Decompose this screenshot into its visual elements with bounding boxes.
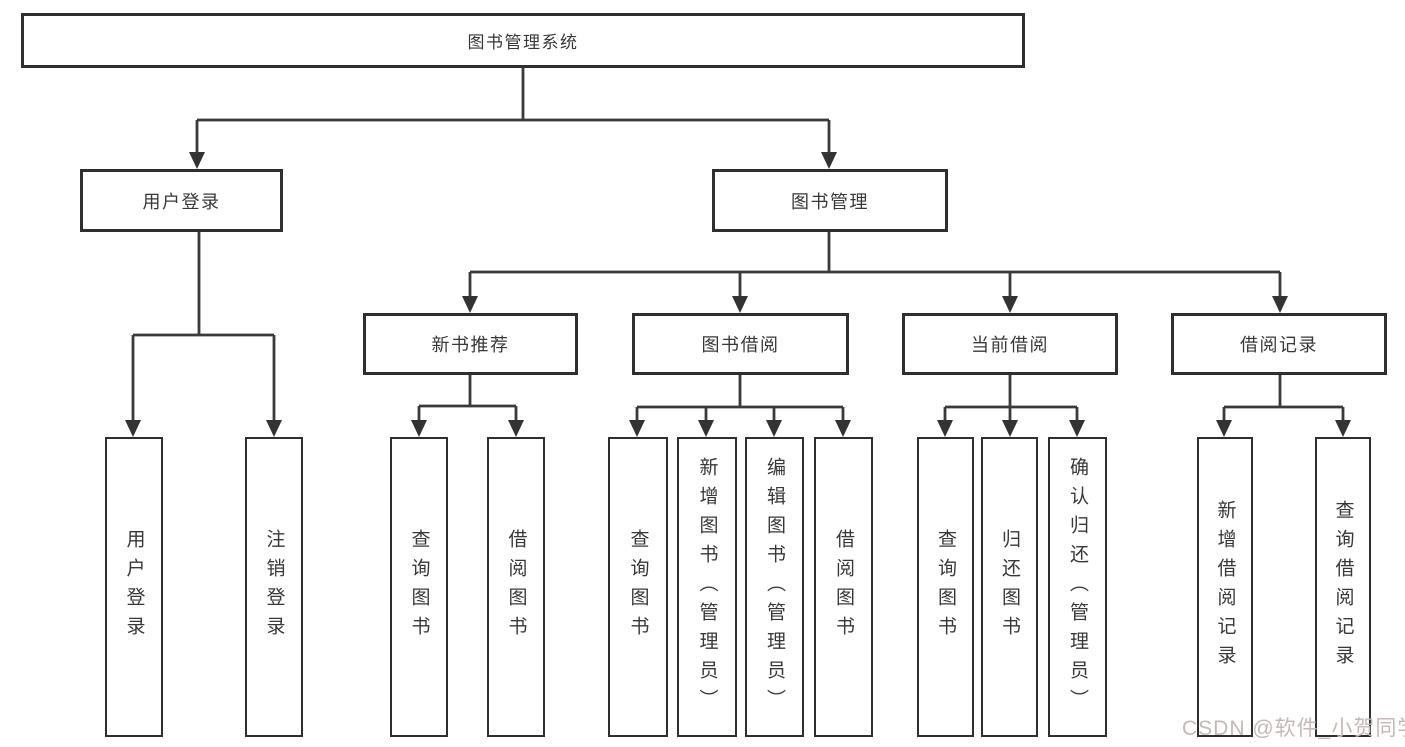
arrowhead [698, 420, 714, 437]
arrowhead [411, 420, 427, 437]
node-book-management: 图书管理 [712, 169, 948, 232]
leaf-edit-books-admin: 编辑图书（管理员） [745, 437, 804, 737]
connector-root-to-level2 [189, 68, 837, 169]
node-label: 用户登录 [123, 529, 145, 645]
connector-book-borrow-to-leaves [629, 375, 851, 437]
connector-records-to-leaves [1216, 375, 1351, 437]
node-label: 用户登录 [142, 191, 221, 212]
arrowhead [266, 420, 282, 437]
node-user-login: 用户登录 [80, 169, 283, 232]
leaf-confirm-return-admin: 确认归还（管理员） [1048, 437, 1107, 737]
node-label: 查询借阅记录 [1332, 500, 1354, 674]
arrowhead [462, 296, 478, 313]
leaf-borrow-books-1: 借阅图书 [487, 437, 545, 737]
connector-user-login-to-leaves [125, 232, 282, 437]
node-label: 当前借阅 [971, 335, 1049, 355]
arrowhead [1216, 420, 1232, 437]
node-label: 查询图书 [408, 529, 430, 645]
leaf-add-borrow-record: 新增借阅记录 [1197, 437, 1253, 737]
node-new-book-recommendation: 新书推荐 [363, 313, 578, 375]
connector-new-book-to-leaves [411, 375, 524, 437]
arrowhead [1069, 420, 1085, 437]
leaf-add-books-admin: 新增图书（管理员） [677, 437, 737, 737]
arrowhead [1272, 296, 1288, 313]
node-label: 图书管理 [791, 191, 869, 212]
arrowhead [1335, 420, 1351, 437]
leaf-query-books-1: 查询图书 [390, 437, 448, 737]
leaf-query-borrow-record: 查询借阅记录 [1315, 437, 1371, 737]
leaf-logout: 注销登录 [245, 437, 303, 737]
leaf-return-books: 归还图书 [981, 437, 1038, 737]
node-label: 确认归还（管理员） [1067, 456, 1088, 718]
node-label: 查询图书 [935, 529, 956, 645]
arrowhead [508, 420, 524, 437]
node-label: 新增图书（管理员） [696, 456, 718, 718]
node-label: 借阅图书 [833, 529, 854, 645]
node-label: 借阅图书 [505, 529, 527, 645]
connector-current-borrow-to-leaves [937, 375, 1085, 437]
node-library-management-system: 图书管理系统 [21, 13, 1025, 68]
node-label: 图书借阅 [701, 335, 780, 355]
node-label: 借阅记录 [1240, 335, 1318, 355]
node-borrowing-records: 借阅记录 [1171, 313, 1387, 375]
arrowhead [629, 420, 645, 437]
node-label: 新增借阅记录 [1214, 500, 1236, 674]
node-label: 查询图书 [627, 529, 649, 645]
arrowhead [1002, 420, 1018, 437]
leaf-query-books-3: 查询图书 [917, 437, 974, 737]
node-label: 新书推荐 [431, 335, 510, 355]
arrowhead [766, 420, 782, 437]
watermark: CSDN @软件_小贺同学 [1182, 717, 1405, 740]
connector-book-management-to-level3 [462, 232, 1288, 313]
node-label: 注销登录 [263, 529, 285, 645]
node-label: 编辑图书（管理员） [764, 456, 785, 718]
arrowhead [732, 296, 748, 313]
leaf-borrow-books-2: 借阅图书 [814, 437, 873, 737]
arrowhead [189, 152, 205, 169]
arrowhead [1002, 296, 1018, 313]
arrowhead [937, 420, 953, 437]
arrowhead [835, 420, 851, 437]
arrowhead [125, 420, 141, 437]
leaf-user-login: 用户登录 [105, 437, 163, 737]
node-current-borrowing: 当前借阅 [902, 313, 1118, 375]
node-book-borrowing: 图书借阅 [632, 313, 849, 375]
arrowhead [821, 152, 837, 169]
node-label: 归还图书 [999, 529, 1020, 645]
leaf-query-books-2: 查询图书 [608, 437, 668, 737]
node-label: 图书管理系统 [467, 33, 579, 52]
